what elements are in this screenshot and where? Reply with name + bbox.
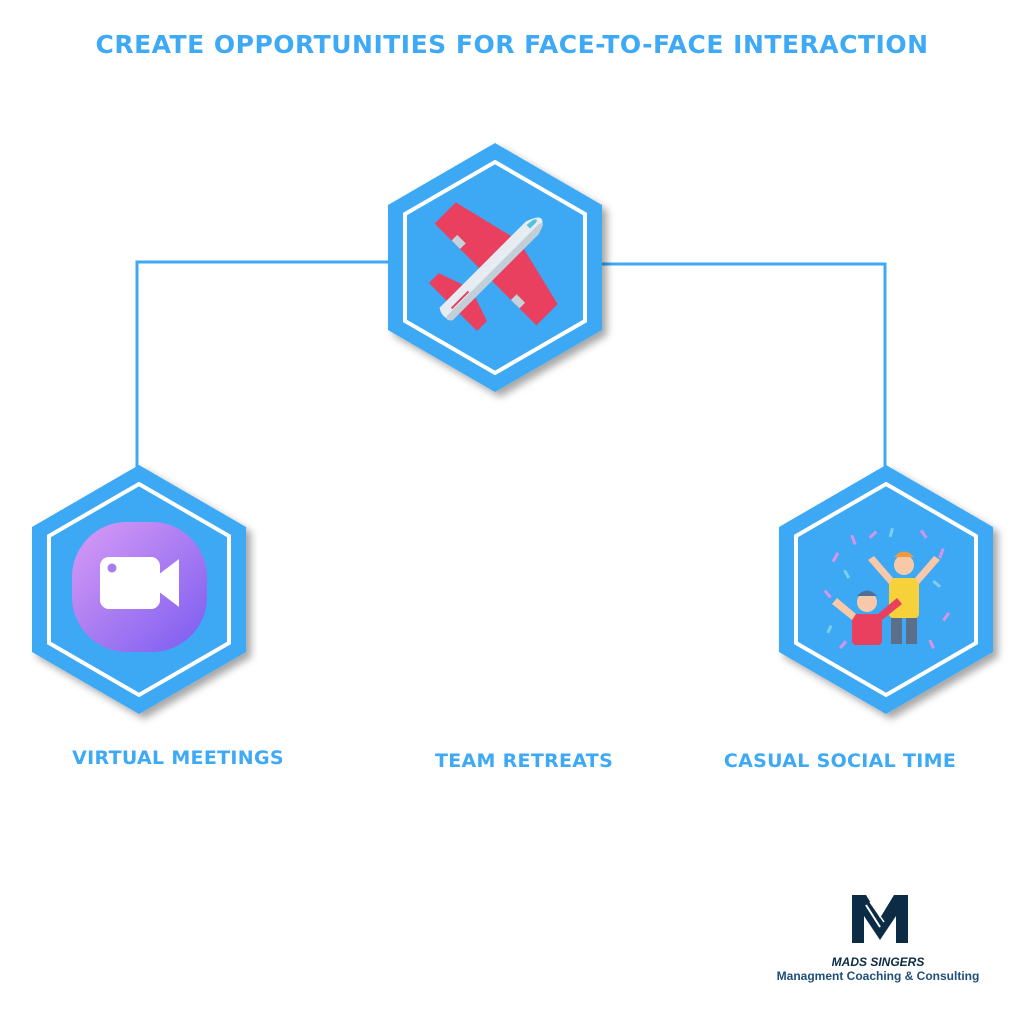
label-casual-social-time: CASUAL SOCIAL TIME <box>723 750 957 772</box>
airplane-icon <box>428 202 558 332</box>
m-logo-icon <box>852 895 908 943</box>
connector-left <box>135 260 390 470</box>
video-camera-icon <box>72 522 207 652</box>
brand-name: MADS SINGERS <box>831 955 925 969</box>
celebrating-people-icon <box>823 527 950 650</box>
page-title: CREATE OPPORTUNITIES FOR FACE-TO-FACE IN… <box>95 30 929 59</box>
connector-right <box>600 262 887 470</box>
hexagon-casual-social-time <box>779 465 993 714</box>
label-virtual-meetings: VIRTUAL MEETINGS <box>72 747 284 769</box>
brand-subtitle: Managment Coaching & Consulting <box>776 969 980 983</box>
label-team-retreats: TEAM RETREATS <box>434 750 614 772</box>
